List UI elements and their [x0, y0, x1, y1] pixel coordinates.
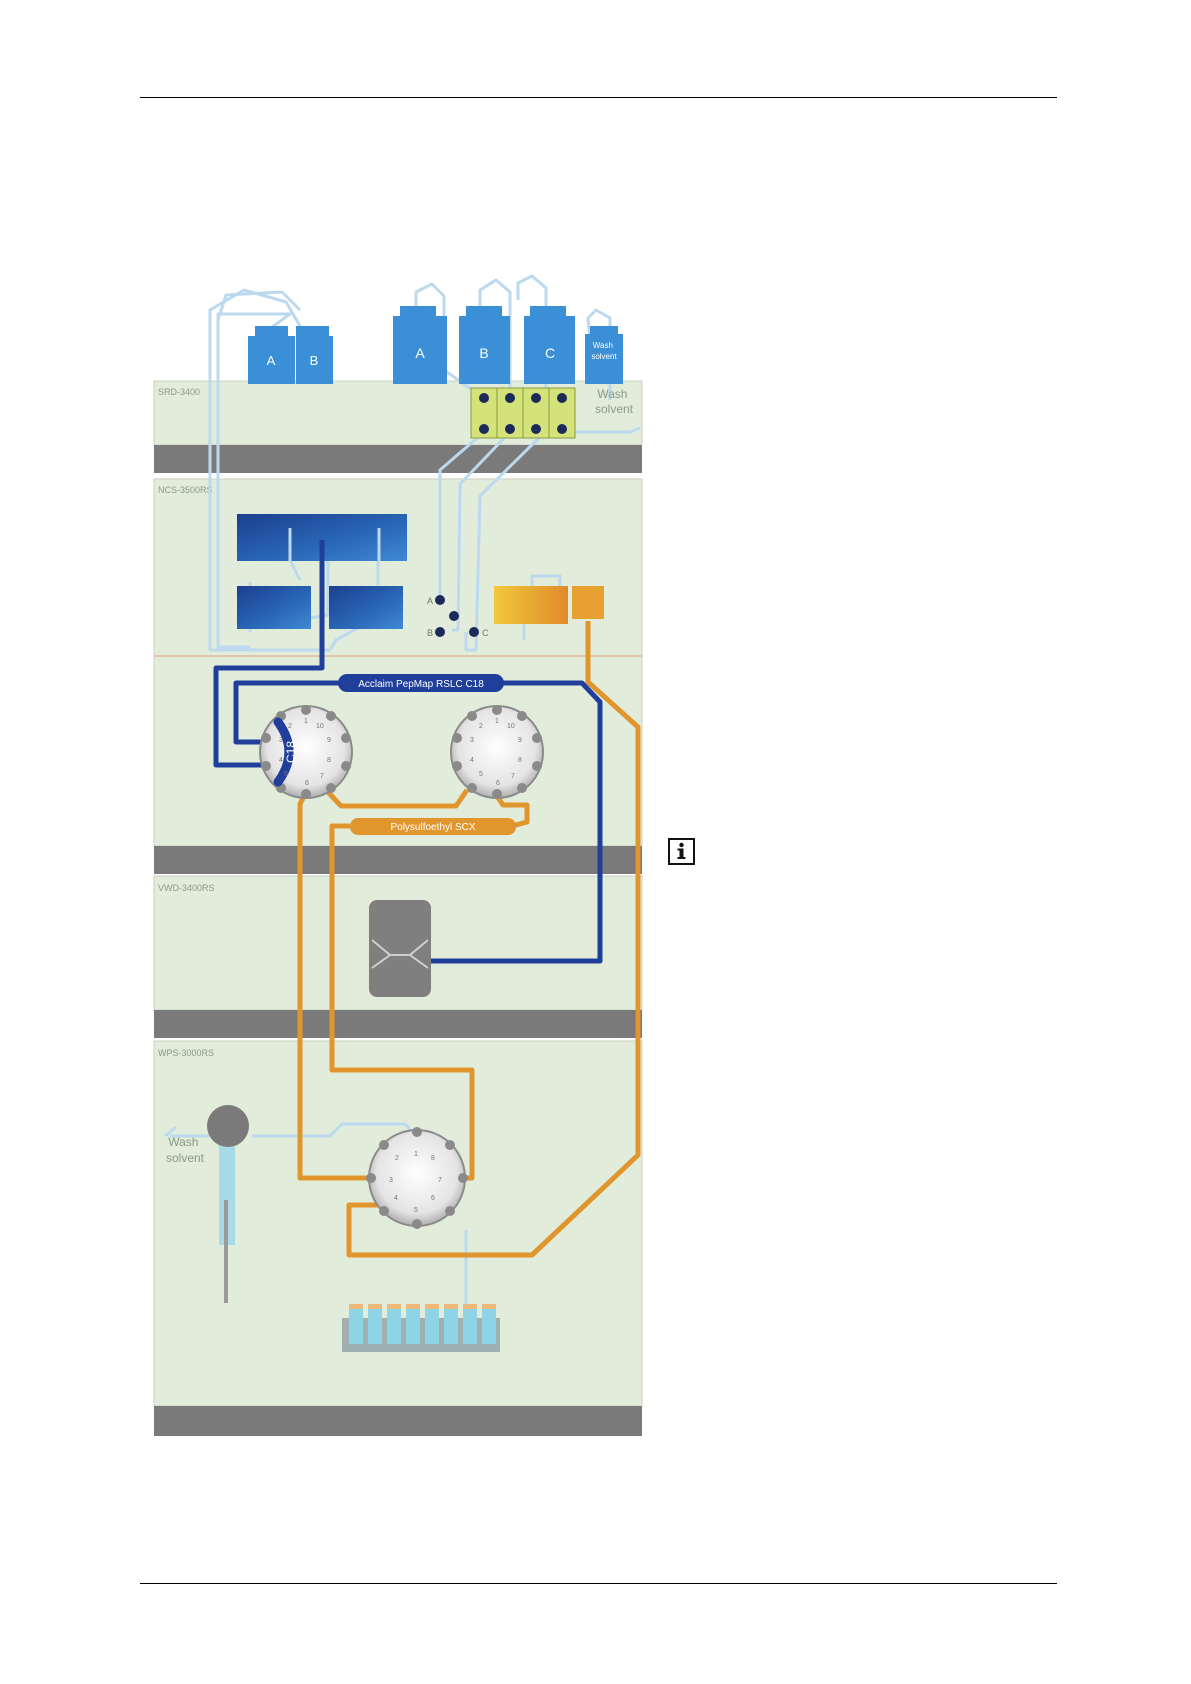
- srd-wash-label-line: Wash: [597, 387, 627, 401]
- port-number: 1: [304, 718, 308, 725]
- port-number: 7: [438, 1177, 442, 1184]
- bottle-label: C: [545, 345, 555, 361]
- srd-wash-label-line: solvent: [595, 402, 634, 416]
- port-number: 10: [316, 723, 324, 730]
- uv-flow-cell: [369, 900, 431, 997]
- port-number: 3: [279, 737, 283, 744]
- port-number: 6: [431, 1195, 435, 1202]
- c18-column-label: Acclaim PepMap RSLC C18: [358, 679, 484, 690]
- wps-wash-label-line: Wash: [168, 1135, 198, 1149]
- info-icon-glyph: [670, 840, 693, 863]
- bottle-pump2-a: A: [393, 306, 447, 384]
- bottle-label: A: [415, 345, 425, 361]
- ncs-module-label: NCS-3500RS: [158, 485, 213, 495]
- injection-valve: 1 8 7 6 5 4 3 2: [366, 1127, 468, 1229]
- port-number: 9: [518, 737, 522, 744]
- port-number: 2: [288, 723, 292, 730]
- column-heater: [494, 586, 604, 624]
- port-number: 8: [518, 757, 522, 764]
- bottle-pump2-b: B: [459, 306, 510, 384]
- c18-column: Acclaim PepMap RSLC C18: [338, 674, 504, 692]
- port-number: 6: [496, 780, 500, 787]
- bottle-pump1-a: A: [248, 326, 295, 384]
- trap-column-label: C18: [284, 741, 298, 763]
- port-number: 2: [395, 1155, 399, 1162]
- port-number: 3: [389, 1177, 393, 1184]
- pump1-solvent-bottles: A B: [248, 326, 333, 384]
- bottle-label: B: [479, 345, 488, 361]
- port-number: 4: [279, 757, 283, 764]
- bottle-label-line: solvent: [591, 352, 617, 361]
- scx-column-label: Polysulfoethyl SCX: [390, 822, 475, 833]
- bottle-label-line: Wash: [593, 341, 613, 350]
- bottle-label: B: [310, 353, 319, 368]
- port-number: 5: [414, 1207, 418, 1214]
- bottle-pump1-b: B: [296, 326, 333, 384]
- port-number: 1: [414, 1151, 418, 1158]
- port-number: 6: [305, 780, 309, 787]
- port-number: 2: [479, 723, 483, 730]
- srd-module-label: SRD-3400: [158, 387, 200, 397]
- port-number: 8: [327, 757, 331, 764]
- port-number: 7: [511, 773, 515, 780]
- info-icon: [668, 838, 695, 865]
- port-number: 4: [394, 1195, 398, 1202]
- port-number: 5: [479, 771, 483, 778]
- port-number: 3: [470, 737, 474, 744]
- port-a-label: A: [427, 596, 433, 606]
- srd-degasser-block: [471, 388, 575, 438]
- port-number: 7: [320, 773, 324, 780]
- bottle-wash-solvent: Wash solvent: [585, 326, 623, 384]
- bottle-pump2-c: C: [524, 306, 575, 384]
- bottle-label: A: [267, 353, 276, 368]
- scx-column: Polysulfoethyl SCX: [350, 818, 516, 835]
- srd-wash-label: Wash solvent: [595, 387, 634, 416]
- switching-valve-1: C18 1 10 9 8 7 6 5 4 3 2: [260, 705, 352, 799]
- wps-wash-label-line: solvent: [166, 1151, 205, 1165]
- port-number: 4: [470, 757, 474, 764]
- port-c-label: C: [482, 628, 489, 638]
- port-number: 8: [431, 1155, 435, 1162]
- wps-module-label: WPS-3000RS: [158, 1048, 214, 1058]
- switching-valve-2: 1 10 9 8 7 6 5 4 3 2: [451, 705, 543, 799]
- port-number: 10: [507, 723, 515, 730]
- port-number: 1: [495, 718, 499, 725]
- port-number: 5: [284, 771, 288, 778]
- port-number: 9: [327, 737, 331, 744]
- vwd-module-label: VWD-3400RS: [158, 883, 215, 893]
- port-b-label: B: [427, 628, 433, 638]
